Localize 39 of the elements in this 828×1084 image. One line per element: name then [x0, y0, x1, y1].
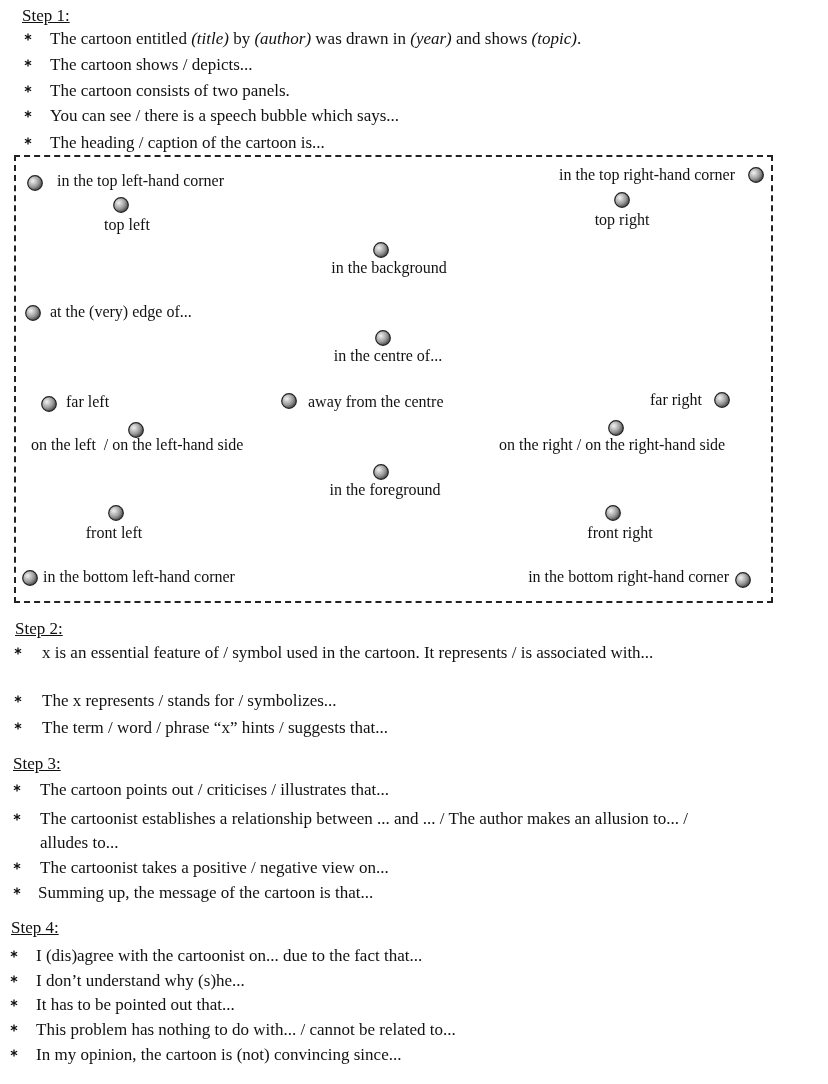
step-heading: Step 3:	[13, 753, 61, 775]
bullet-text: The cartoon consists of two panels.	[50, 80, 290, 102]
step-heading: Step 1:	[22, 5, 70, 27]
position-phrase: front left	[85, 523, 143, 543]
bullet-text: The cartoon entitled (title) by (author) was drawn in (year) and shows (topic).	[50, 28, 582, 50]
bullet-text: In my opinion, the cartoon is (not) convincing since...	[36, 1044, 402, 1066]
position-phrase: away from the centre	[308, 392, 444, 412]
bullet-text: This problem has nothing to do with... / cannot be related to...	[36, 1019, 456, 1041]
position-phrase: in the centre of...	[333, 346, 443, 366]
position-phrase: in the bottom left-hand corner	[43, 567, 235, 587]
position-phrase: far right	[650, 390, 702, 410]
bullet-text: x is an essential feature of / symbol used in the cartoon. It represents / is associated with...	[42, 642, 655, 664]
bullet-text: The term / word / phrase “x” hints / suggests that...	[42, 717, 389, 739]
step-heading: Step 2:	[15, 618, 63, 640]
position-phrase: on the left / on the left-hand side	[31, 435, 244, 455]
position-phrase: in the background	[331, 258, 447, 278]
position-phrase: in the foreground	[329, 480, 441, 500]
position-phrase: in the top left-hand corner	[57, 171, 225, 191]
bullet-text: The x represents / stands for / symbolizes...	[42, 690, 337, 712]
position-phrase: front right	[587, 523, 653, 543]
position-phrase: top right	[594, 210, 650, 230]
bullet-text: You can see / there is a speech bubble which says...	[50, 105, 400, 127]
position-phrase: on the right / on the right-hand side	[499, 435, 726, 455]
position-phrase: in the bottom right-hand corner	[528, 567, 729, 587]
dashed-frame	[14, 155, 773, 603]
bullet-text: The cartoon points out / criticises / illustrates that...	[40, 779, 389, 801]
bullet-text: The cartoonist takes a positive / negative view on...	[40, 857, 389, 879]
bullet-text: The heading / caption of the cartoon is...	[50, 132, 325, 154]
step-heading: Step 4:	[11, 917, 59, 939]
position-phrase: far left	[66, 392, 110, 412]
position-phrase: top left	[104, 215, 150, 235]
position-phrase: at the (very) edge of...	[50, 302, 192, 322]
bullet-text: The cartoon shows / depicts...	[50, 54, 253, 76]
bullet-text: The cartoonist establishes a relationship between ... and ... / The author makes an allusion to... / alludes to...	[40, 808, 689, 854]
bullet-text: I don’t understand why (s)he...	[36, 970, 245, 992]
bullet-text: I (dis)agree with the cartoonist on... due to the fact that...	[36, 945, 423, 967]
position-phrase: in the top right-hand corner	[559, 165, 735, 185]
bullet-text: Summing up, the message of the cartoon is that...	[38, 882, 374, 904]
bullet-text: It has to be pointed out that...	[36, 994, 235, 1016]
